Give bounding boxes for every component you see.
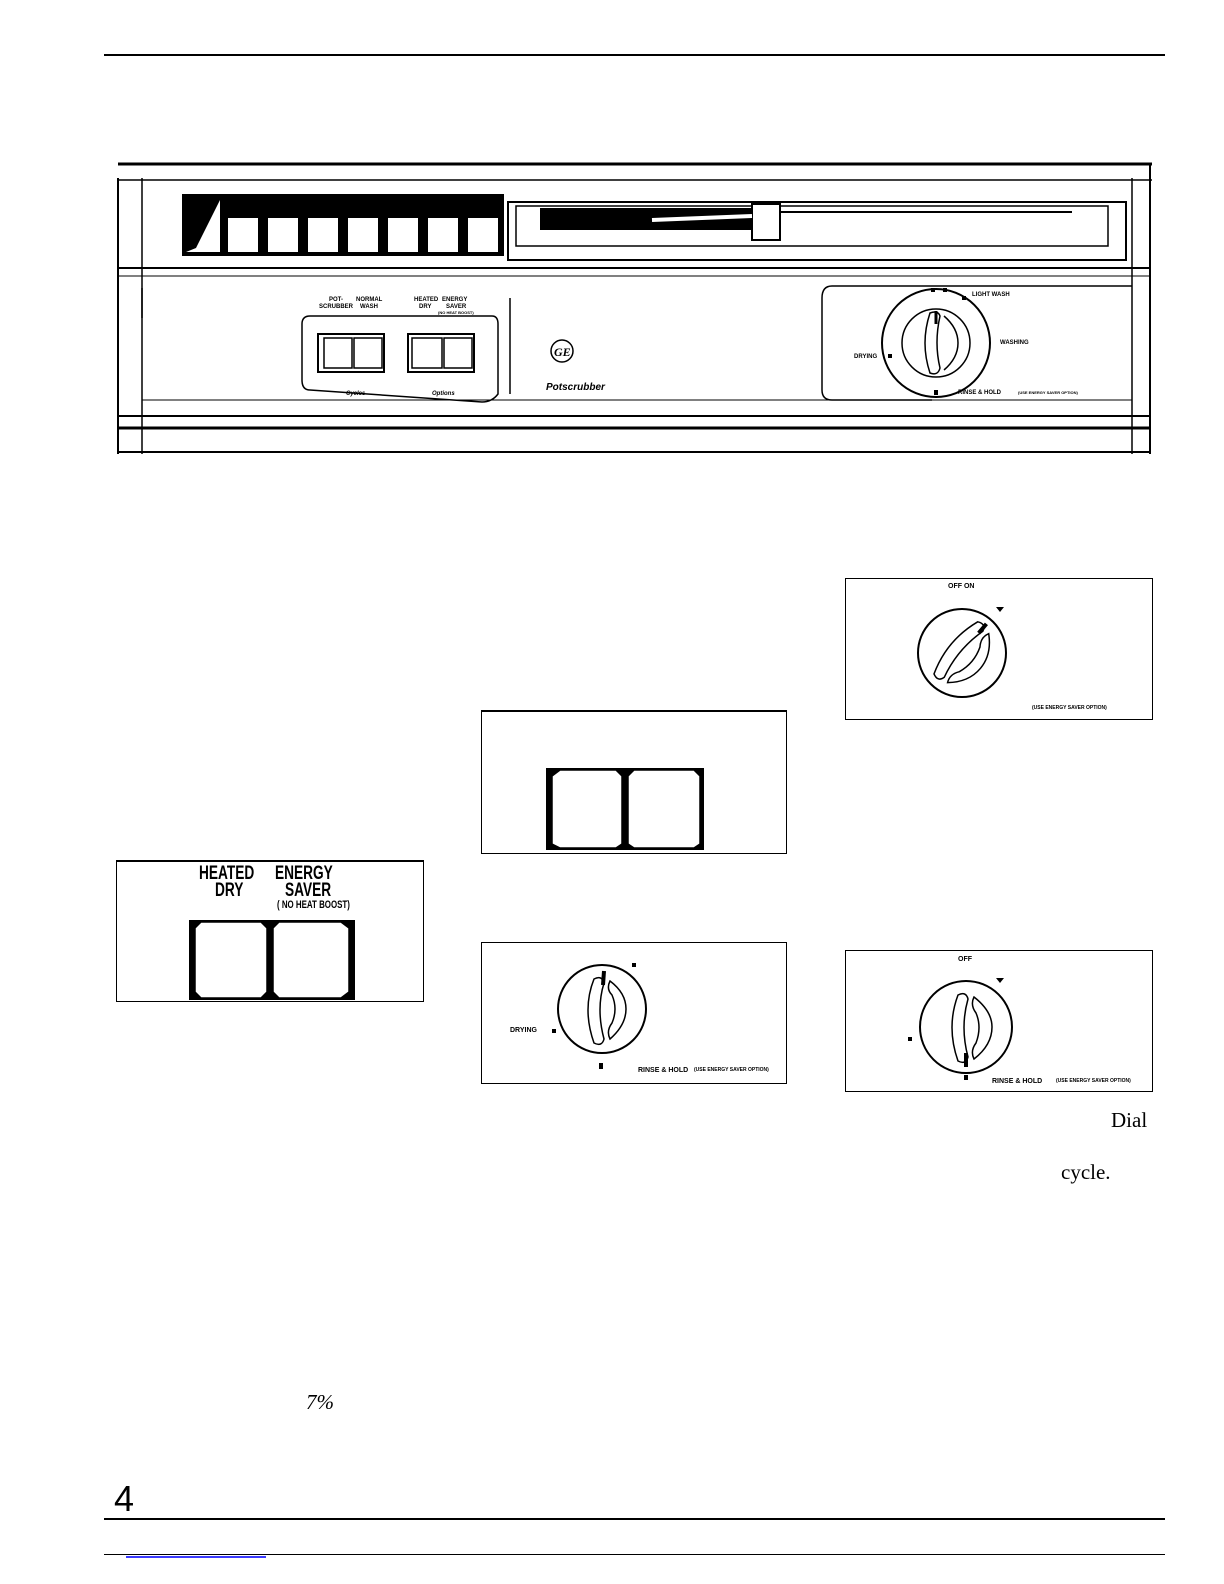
inset-options-buttons: HEATED ENERGY DRY SAVER ( NO HEAT BOOST) — [116, 860, 424, 1002]
dial-rinse-hold-label-inset: RINSE & HOLD — [638, 1067, 689, 1074]
brand-model-label: Potscrubber — [546, 382, 605, 393]
dial-drying-energy-note: (USE ENERGY SAVER OPTION) — [694, 1067, 769, 1073]
body-text-percent: 7% — [306, 1390, 334, 1414]
normal-wash-label-top: NORMAL — [356, 297, 383, 303]
options-caption: Options — [432, 391, 455, 397]
inset-dial-drying: DRYING RINSE & HOLD (USE ENERGY SAVER OP… — [481, 942, 787, 1084]
energy-saver-label-top: ENERGY — [442, 297, 468, 303]
saver-label: SAVER — [285, 880, 332, 901]
pot-scrubber-label-bottom: SCRUBBER — [319, 304, 354, 310]
inset-cycle-buttons — [481, 710, 787, 854]
dial-drying-label: DRYING — [854, 354, 878, 360]
bottom-rule — [104, 1518, 1165, 1520]
pot-scrubber-label-top: POT- — [329, 297, 344, 303]
cycles-caption: Cycles — [346, 391, 366, 397]
inset-dial-off: OFF RINSE & HOLD (USE ENERGY SAVER OPTIO… — [845, 950, 1153, 1092]
dial-off-on-energy-note: (USE ENERGY SAVER OPTION) — [1032, 705, 1107, 711]
svg-text:GE: GE — [554, 345, 571, 359]
inset-dial-off-on: OFF ON (USE ENERGY SAVER OPTION) — [845, 578, 1153, 720]
normal-wash-label-bottom: WASH — [360, 304, 378, 310]
energy-saver-label-bottom: SAVER — [446, 304, 467, 310]
energy-label: ENERGY — [275, 863, 333, 884]
off-label: OFF — [958, 956, 972, 963]
off-on-label: OFF ON — [948, 583, 975, 590]
no-heat-boost-small: (NO HEAT BOOST) — [438, 310, 474, 315]
heated-dry-label-top: HEATED — [414, 297, 439, 303]
dial-drying-label-inset: DRYING — [510, 1027, 537, 1034]
dial-light-wash-label: LIGHT WASH — [972, 292, 1010, 298]
cycle-buttons-drawing — [546, 768, 704, 850]
dial-washing-label: WASHING — [1000, 340, 1029, 346]
body-text-cycle: cycle. — [1061, 1160, 1111, 1184]
control-panel-illustration: GE POT- SCRUBBER NORMAL WASH HEATED DRY … — [112, 158, 1158, 460]
body-text-dial: Dial — [1111, 1108, 1148, 1132]
heated-label: HEATED — [199, 863, 255, 884]
no-heat-boost-label: ( NO HEAT BOOST) — [277, 899, 350, 911]
control-panel-drawing: GE — [117, 162, 1152, 454]
dial-off-drawing — [908, 978, 1013, 1080]
heated-dry-label-bottom: DRY — [419, 304, 432, 310]
dry-label: DRY — [215, 880, 244, 901]
dial-off-rinse-hold-label: RINSE & HOLD — [992, 1078, 1043, 1085]
dial-off-on-drawing — [917, 607, 1007, 698]
options-buttons-drawing — [189, 920, 355, 1000]
dial-drying-drawing — [552, 963, 647, 1069]
top-rule — [104, 54, 1165, 56]
dial-energy-saver-note: (USE ENERGY SAVER OPTION) — [1018, 390, 1078, 395]
dial-rinse-hold-label: RINSE & HOLD — [958, 390, 1002, 396]
page-number: 4 — [114, 1478, 135, 1519]
footer-rule — [104, 1554, 1165, 1555]
dial-off-energy-note: (USE ENERGY SAVER OPTION) — [1056, 1078, 1131, 1084]
footer-link-underline[interactable] — [126, 1556, 266, 1558]
